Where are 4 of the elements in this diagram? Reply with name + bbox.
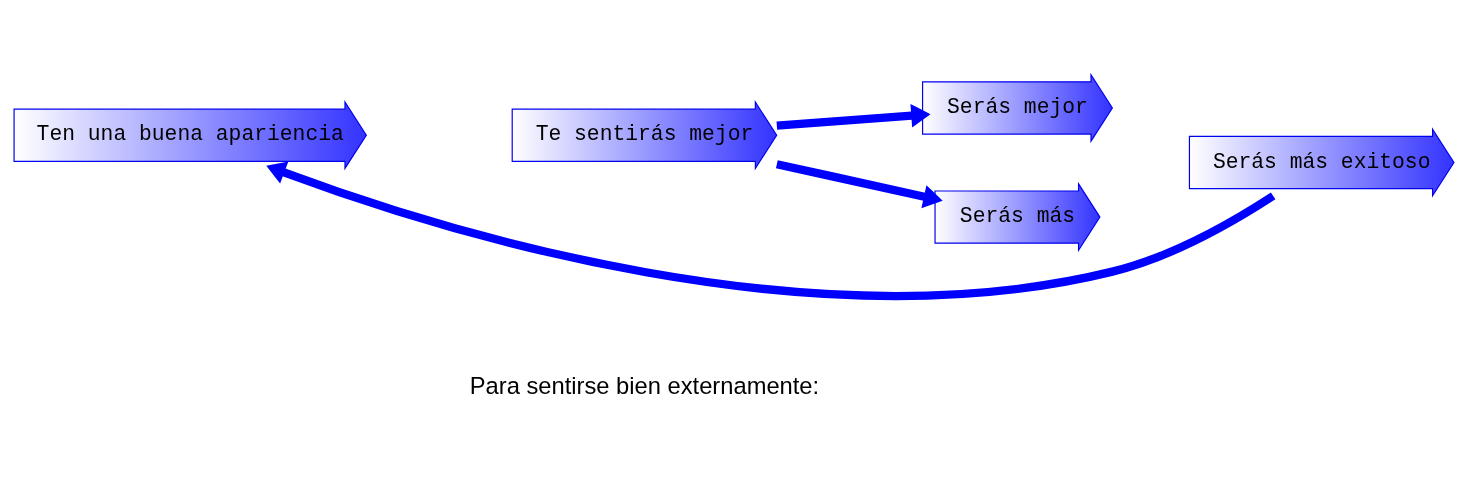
label: Para sentirse bien externamente: xyxy=(469,372,820,399)
arrow xyxy=(775,160,943,209)
arrow xyxy=(776,103,931,130)
arrow xyxy=(266,161,1276,300)
